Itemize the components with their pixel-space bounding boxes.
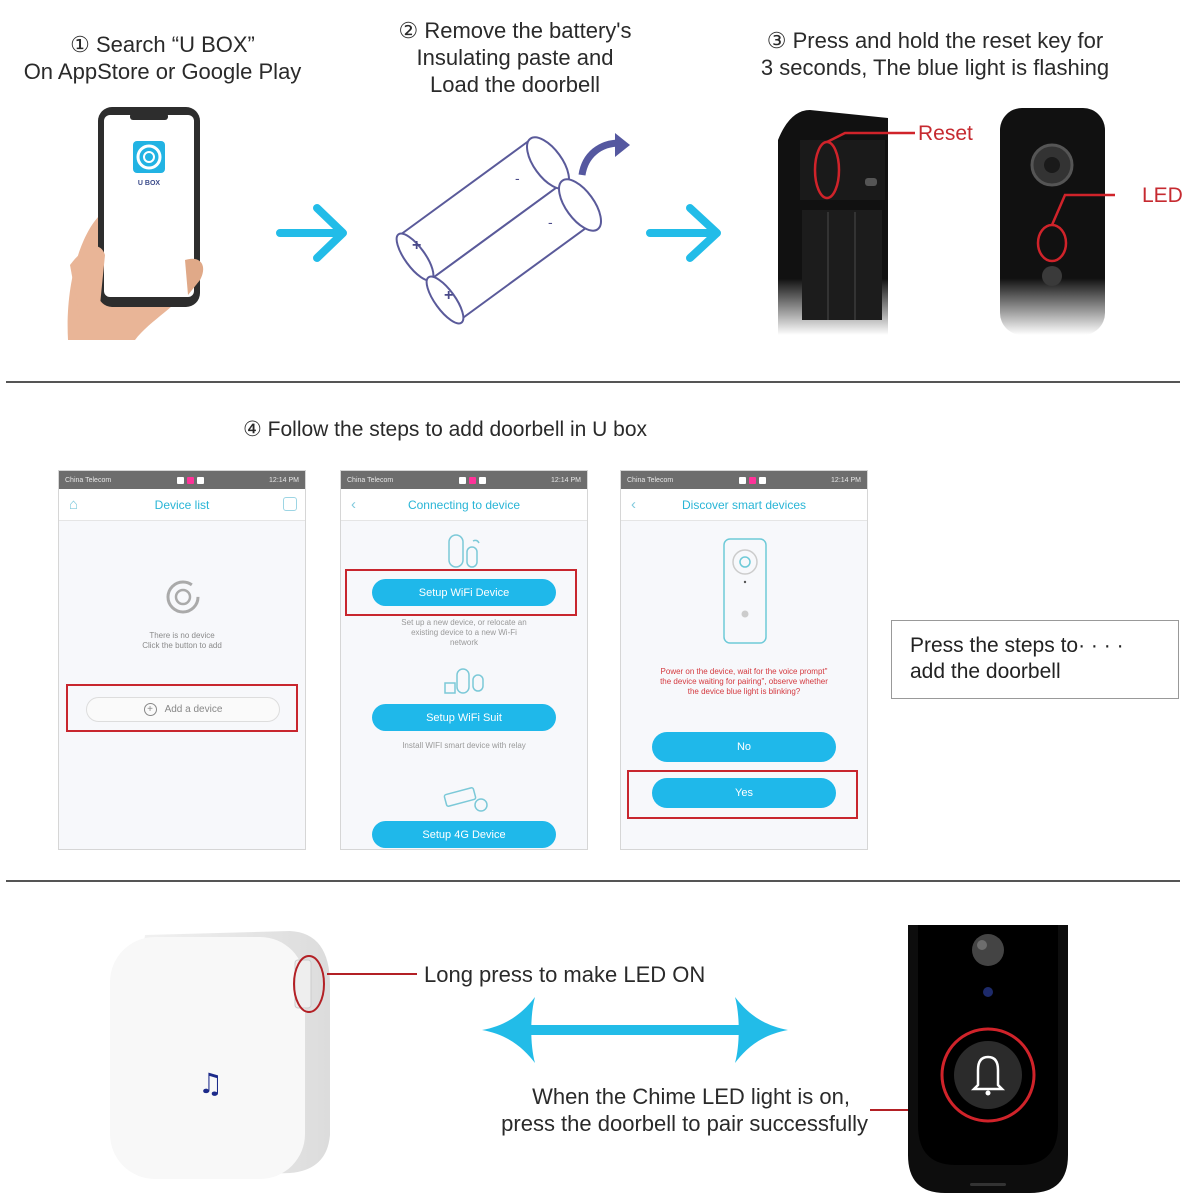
back-icon[interactable]: ‹ — [631, 496, 636, 513]
setup-wifi-device-hint: Set up a new device, or relocate an exis… — [401, 618, 527, 647]
yes-button[interactable]: Yes — [652, 778, 836, 808]
status-bar: China Telecom 12:14 PM — [59, 471, 305, 489]
pairing-prompt: Power on the device, wait for the voice … — [660, 667, 828, 696]
add-device-button[interactable]: + Add a device — [86, 697, 280, 722]
step3-caption: ③ Press and hold the reset key for 3 sec… — [745, 27, 1125, 81]
led-label: LED — [1142, 184, 1183, 207]
pairing-instruction: When the Chime LED light is on, press th… — [501, 1084, 868, 1136]
step1-line1: ① Search “U BOX” — [70, 32, 255, 57]
hand-phone-illustration: U BOX — [67, 107, 204, 340]
empty-message: There is no device Click the button to a… — [142, 631, 222, 650]
section-divider — [6, 381, 1180, 383]
step1-line2: On AppStore or Google Play — [23, 59, 302, 84]
music-note-icon: ♫ — [198, 1067, 223, 1100]
setup-4g-device-button[interactable]: Setup 4G Device — [372, 821, 556, 848]
step2-line2: Insulating paste and — [416, 45, 614, 70]
plus-icon: + — [143, 703, 157, 716]
empty-state-icon — [166, 580, 200, 614]
phone-device-list: China Telecom 12:14 PM ⌂ Device list The… — [58, 470, 306, 850]
screen-title: Connecting to device — [407, 497, 521, 512]
highlight-setup-wifi-device — [345, 569, 577, 616]
doorbell-leader-line — [870, 1109, 940, 1111]
app-bar: ‹ Discover smart devices — [621, 489, 867, 521]
message-icon[interactable] — [283, 497, 297, 511]
svg-text:+: + — [444, 287, 453, 304]
screen-title: Device list — [154, 497, 210, 512]
status-bar: China Telecom 12:14 PM — [341, 471, 587, 489]
setup-wifi-suit-hint: Install WIFI smart device with relay — [402, 741, 526, 750]
home-icon[interactable]: ⌂ — [69, 496, 79, 513]
step3-line1: ③ Press and hold the reset key for — [766, 28, 1104, 53]
doorbell-wifi-icon — [448, 534, 480, 568]
app-bar: ‹ Connecting to device — [341, 489, 587, 521]
step2-line3: Load the doorbell — [429, 72, 601, 97]
4g-camera-icon — [443, 787, 488, 812]
step2-caption: ② Remove the battery's Insulating paste … — [370, 17, 660, 98]
instruction-note: Press the steps to· · · · add the doorbe… — [891, 620, 1179, 699]
app-bar: ⌂ Device list — [59, 489, 305, 521]
arrow-right-icon — [276, 204, 347, 262]
back-icon[interactable]: ‹ — [351, 496, 356, 513]
reset-label: Reset — [918, 122, 973, 145]
section-divider — [6, 880, 1180, 882]
step3-line2: 3 seconds, The blue light is flashing — [760, 55, 1110, 80]
chime-leader-line — [327, 973, 417, 975]
doorbell-button-highlight — [940, 1027, 1036, 1123]
step2-line1: ② Remove the battery's — [398, 18, 632, 43]
svg-text:U BOX: U BOX — [138, 180, 161, 187]
doorbell-outline-icon — [723, 538, 767, 644]
chime-device-photo: ♫ — [110, 931, 330, 1179]
setup-wifi-suit-button[interactable]: Setup WiFi Suit — [372, 704, 556, 731]
video-doorbell-photo — [908, 925, 1068, 1193]
svg-text:-: - — [548, 214, 553, 230]
battery-illustration: + + - - — [395, 133, 630, 325]
wifi-suit-icon — [444, 668, 484, 694]
step1-caption: ① Search “U BOX” On AppStore or Google P… — [0, 31, 325, 85]
highlight-add-device — [66, 684, 298, 732]
doorbell-reset-led-photo: Reset LED — [778, 108, 1183, 335]
svg-text:+: + — [412, 237, 421, 254]
chime-button-highlight — [293, 955, 325, 1013]
highlight-yes — [627, 770, 858, 819]
no-button[interactable]: No — [652, 732, 836, 762]
phone-connecting-to-device: China Telecom 12:14 PM ‹ Connecting to d… — [340, 470, 588, 850]
arrow-right-icon — [646, 204, 721, 262]
setup-wifi-device-button[interactable]: Setup WiFi Device — [372, 579, 556, 606]
svg-text:-: - — [515, 170, 520, 186]
chime-label: Long press to make LED ON — [424, 962, 706, 987]
bell-icon — [970, 1055, 1006, 1091]
double-arrow-icon — [482, 997, 788, 1063]
phone-discover-smart-devices: China Telecom 12:14 PM ‹ Discover smart … — [620, 470, 868, 850]
screen-title: Discover smart devices — [681, 497, 807, 512]
step4-title: ④ Follow the steps to add doorbell in U … — [243, 418, 648, 441]
status-bar: China Telecom 12:14 PM — [621, 471, 867, 489]
